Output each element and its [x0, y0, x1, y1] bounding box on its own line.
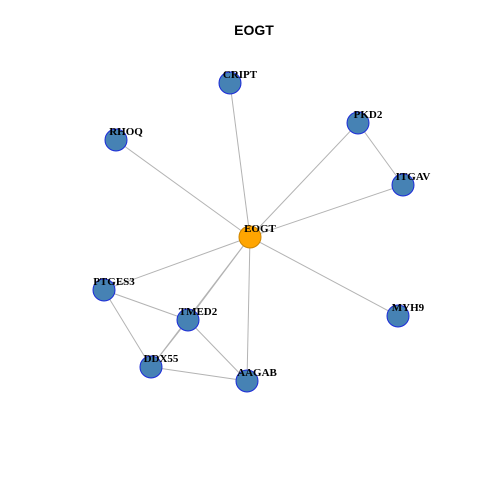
node-cript[interactable]: CRIPT [218, 69, 258, 95]
edge-ddx55-aagab [150, 366, 248, 382]
node-circle-itgav[interactable] [391, 173, 415, 197]
node-label-eogt: EOGT [244, 223, 276, 235]
node-label-pkd2: PKD2 [354, 109, 383, 121]
node-circle-aagab[interactable] [235, 369, 259, 393]
node-circle-eogt[interactable] [238, 225, 262, 249]
node-aagab[interactable]: AAGAB [235, 367, 278, 393]
node-rhoq[interactable]: RHOQ [104, 126, 143, 152]
node-circle-tmed2[interactable] [176, 308, 200, 332]
edge-ptges3-tmed2 [103, 289, 189, 321]
edge-eogt-aagab [246, 236, 251, 382]
edge-eogt-ptges3 [103, 236, 251, 291]
edge-tmed2-aagab [187, 319, 248, 382]
edge-eogt-itgav [249, 184, 404, 238]
node-ptges3[interactable]: PTGES3 [92, 276, 135, 302]
graph-title: EOGT [234, 22, 274, 38]
node-pkd2[interactable]: PKD2 [346, 109, 383, 135]
node-label-ptges3: PTGES3 [93, 276, 135, 288]
node-myh9[interactable]: MYH9 [386, 302, 425, 328]
node-label-itgav: ITGAV [396, 171, 431, 183]
node-ddx55[interactable]: DDX55 [139, 353, 179, 379]
node-itgav[interactable]: ITGAV [391, 171, 431, 197]
node-circle-cript[interactable] [218, 71, 242, 95]
node-circle-ddx55[interactable] [139, 355, 163, 379]
edge-pkd2-itgav [357, 122, 404, 186]
node-circle-ptges3[interactable] [92, 278, 116, 302]
node-tmed2[interactable]: TMED2 [176, 306, 218, 332]
edge-eogt-rhoq [115, 139, 251, 238]
node-label-ddx55: DDX55 [144, 353, 179, 365]
node-circle-rhoq[interactable] [104, 128, 128, 152]
node-circle-myh9[interactable] [386, 304, 410, 328]
node-label-tmed2: TMED2 [179, 306, 218, 318]
edge-ptges3-ddx55 [103, 289, 152, 368]
node-label-aagab: AAGAB [237, 367, 277, 379]
edge-eogt-pkd2 [249, 122, 359, 238]
node-label-rhoq: RHOQ [109, 126, 143, 138]
edge-layer [103, 82, 404, 382]
node-label-myh9: MYH9 [392, 302, 425, 314]
node-circle-pkd2[interactable] [346, 111, 370, 135]
node-label-cript: CRIPT [223, 69, 258, 81]
node-eogt[interactable]: EOGT [238, 223, 277, 249]
edge-eogt-myh9 [249, 236, 399, 317]
edge-eogt-cript [229, 82, 251, 238]
